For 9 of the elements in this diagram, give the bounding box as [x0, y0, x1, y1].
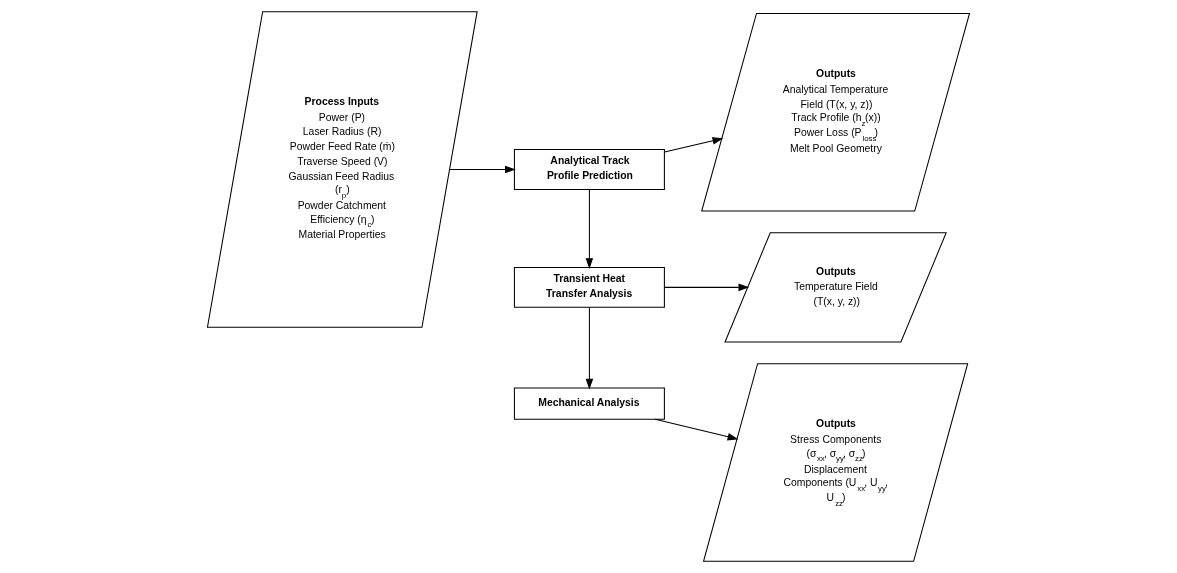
- node-box: Analytical Track Profile Prediction: [513, 149, 665, 190]
- node-box: Transient Heat Transfer Analysis: [513, 266, 665, 308]
- node-box: Mechanical Analysis: [513, 387, 665, 420]
- arrow: [585, 306, 594, 390]
- arrow: [664, 283, 750, 292]
- arrow: [449, 165, 516, 174]
- arrow: [664, 137, 724, 153]
- arrow: [585, 189, 594, 269]
- arrow: [654, 418, 739, 441]
